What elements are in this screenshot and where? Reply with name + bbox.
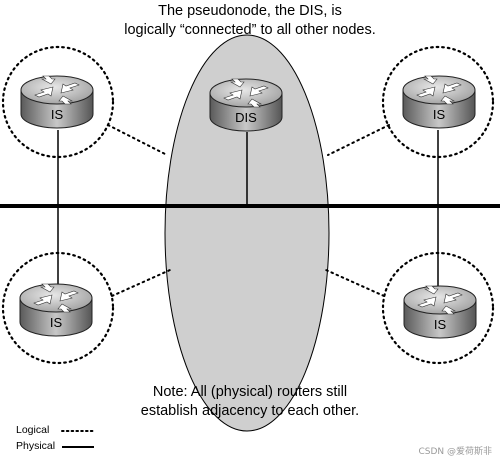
logical-link-top-left [107, 124, 168, 156]
router-label-top-right: IS [433, 107, 446, 122]
router-label-top-left: IS [51, 107, 64, 122]
router-label-center: DIS [235, 110, 257, 125]
logical-link-bottom-right [325, 269, 385, 297]
bottom-caption-line-1: Note: All (physical) routers still [152, 384, 348, 400]
router-top-left: IS [20, 75, 94, 129]
router-bottom-right: IS [403, 285, 477, 339]
logical-link-bottom-left [111, 269, 171, 297]
router-top-right: IS [402, 75, 476, 129]
router-label-bottom-left: IS [50, 315, 63, 330]
top-caption: The pseudonode, the DIS, is logically “c… [0, 2, 500, 40]
legend-physical-label: Physical [16, 440, 56, 452]
legend-logical-label: Logical [16, 424, 50, 436]
router-label-bottom-right: IS [434, 317, 447, 332]
bottom-caption: Note: All (physical) routers still estab… [0, 383, 500, 421]
logical-link-top-right [327, 124, 390, 156]
watermark: CSDN @爱荷斯非 [418, 447, 492, 457]
pseudonode-ellipse [164, 34, 330, 432]
bottom-caption-line-2: establish adjacency to each other. [140, 403, 360, 419]
router-bottom-left: IS [19, 283, 93, 337]
top-caption-line-1: The pseudonode, the DIS, is [158, 3, 342, 19]
top-caption-line-2: logically “connected” to all other nodes… [124, 22, 376, 38]
router-center-dis: DIS [209, 78, 283, 132]
